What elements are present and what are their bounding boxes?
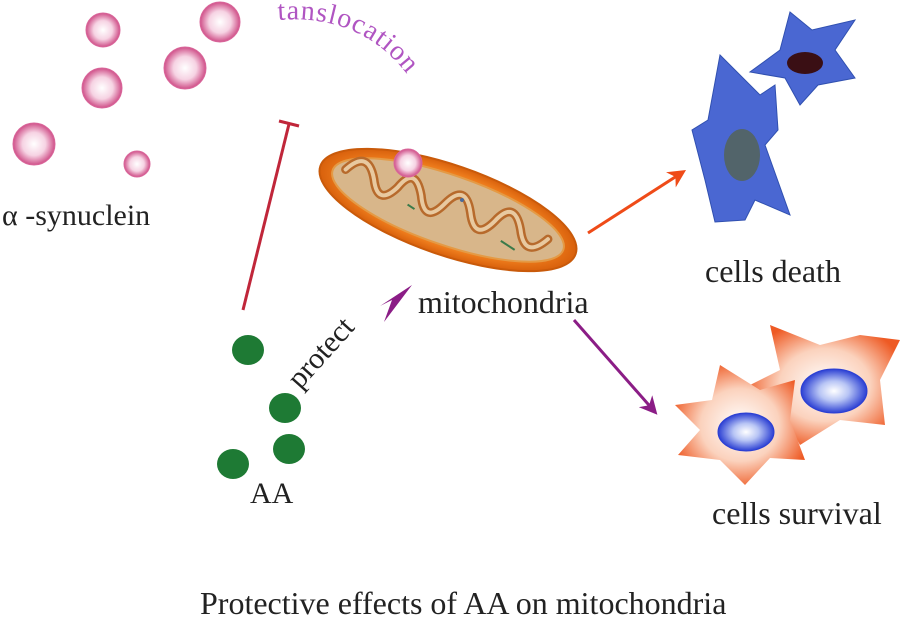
alpha-synuclein-particles xyxy=(12,1,241,178)
dead-cell-small-nucleus xyxy=(787,52,823,74)
death-arrow xyxy=(587,170,687,235)
survival-cell-back-nucleus xyxy=(800,368,868,414)
synuclein-particle xyxy=(85,12,121,48)
aa-particle xyxy=(232,335,264,365)
inhibition-line xyxy=(241,119,300,311)
synuclein-particle xyxy=(81,67,123,109)
synuclein-particle-translocated xyxy=(393,148,423,178)
synuclein-particle xyxy=(163,46,207,90)
aa-particles xyxy=(217,335,305,479)
aa-particle xyxy=(269,393,301,423)
translocation-label: tanslocation xyxy=(277,0,426,79)
mitochondria-label: mitochondria xyxy=(418,284,589,320)
aa-particle xyxy=(217,449,249,479)
figure-caption: Protective effects of AA on mitochondria xyxy=(200,585,726,621)
translocation-text: tanslocation xyxy=(277,0,425,79)
protect-label: protect xyxy=(281,310,362,394)
dead-cell-nucleus xyxy=(724,129,760,181)
alpha-synuclein-label: α -synuclein xyxy=(2,199,150,232)
synuclein-particle xyxy=(12,122,56,166)
cells-survival-label: cells survival xyxy=(712,495,882,531)
mitochondrion xyxy=(318,147,578,273)
aa-label: AA xyxy=(250,477,294,510)
aa-particle xyxy=(273,434,305,464)
survival-cells xyxy=(675,325,900,485)
dead-cells xyxy=(691,11,857,223)
survival-cell-front-nucleus xyxy=(717,412,775,452)
survival-arrow xyxy=(572,319,658,415)
synuclein-particle xyxy=(199,1,241,43)
cells-death-label: cells death xyxy=(705,253,841,289)
protect-arrowhead xyxy=(380,285,412,322)
synuclein-particle xyxy=(123,150,151,178)
